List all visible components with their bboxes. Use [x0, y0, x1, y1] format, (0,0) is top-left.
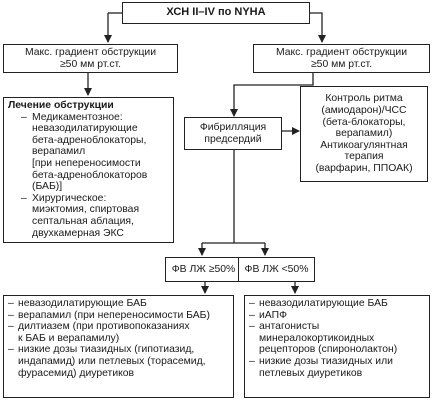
ef-high-text: ФВ ЛЖ ≥50% [171, 263, 236, 275]
left-list-box: невазодилатирующие БАБ верапамил (при не… [3, 295, 234, 398]
right-gradient-box: Макс. градиент обструкции ≥50 мм рт.ст. [253, 44, 430, 73]
left-list: невазодилатирующие БАБ верапамил (при не… [8, 298, 229, 379]
obstruction-box: Лечение обструкции Медикаментозное: нева… [3, 97, 174, 243]
right-list-item: невазодилатирующие БАБ [249, 298, 425, 310]
obstruction-heading: Лечение обструкции [8, 100, 114, 111]
arrow-top-to-right-gradient [310, 12, 326, 43]
obstruction-item-medical: Медикаментозное: невазодилатирующие бета… [8, 112, 169, 193]
right-list-box: невазодилатирующие БАБ иАПФ антагонисты … [244, 295, 430, 398]
arrow-to-af [230, 72, 314, 117]
left-gradient-box: Макс. градиент обструкции ≥50 мм рт.ст. [3, 44, 178, 73]
left-gradient-text: Макс. градиент обструкции ≥50 мм рт.ст. [24, 46, 157, 70]
right-list-item: низкие дозы тиазидных или петлевых диуре… [249, 356, 425, 379]
af-text: Фибрилляция предсердий [199, 121, 267, 145]
right-list-item: антагонисты минералокортикоидных рецепто… [249, 321, 425, 356]
left-list-item: дилтиазем (при противопоказаниях к БАБ и… [8, 321, 229, 344]
top-box: ХСН II–IV по NYHA [122, 2, 310, 24]
af-box: Фибрилляция предсердий [184, 117, 282, 150]
ef-high-box: ФВ ЛЖ ≥50% [165, 257, 242, 282]
right-gradient-text: Макс. градиент обструкции ≥50 мм рт.ст. [275, 46, 408, 70]
rhythm-text: Контроль ритма (амиодарон)/ЧСС (бета-бло… [315, 93, 413, 174]
right-list: невазодилатирующие БАБ иАПФ антагонисты … [249, 298, 425, 379]
obstruction-item-surgical: Хирургическое: миэктомия, спиртовая септ… [8, 193, 169, 239]
left-list-item: низкие дозы тиазидных (гипотиазид, индап… [8, 344, 229, 379]
ef-low-box: ФВ ЛЖ <50% [238, 257, 315, 282]
left-list-item: невазодилатирующие БАБ [8, 298, 229, 310]
rhythm-box: Контроль ритма (амиодарон)/ЧСС (бета-бло… [300, 86, 428, 182]
ef-low-text: ФВ ЛЖ <50% [244, 263, 309, 275]
left-list-item: верапамил (при непереносимости БАБ) [8, 310, 229, 322]
obstruction-list: Медикаментозное: невазодилатирующие бета… [8, 112, 169, 240]
top-box-title: ХСН II–IV по NYHA [166, 6, 266, 19]
right-list-item: иАПФ [249, 310, 425, 322]
